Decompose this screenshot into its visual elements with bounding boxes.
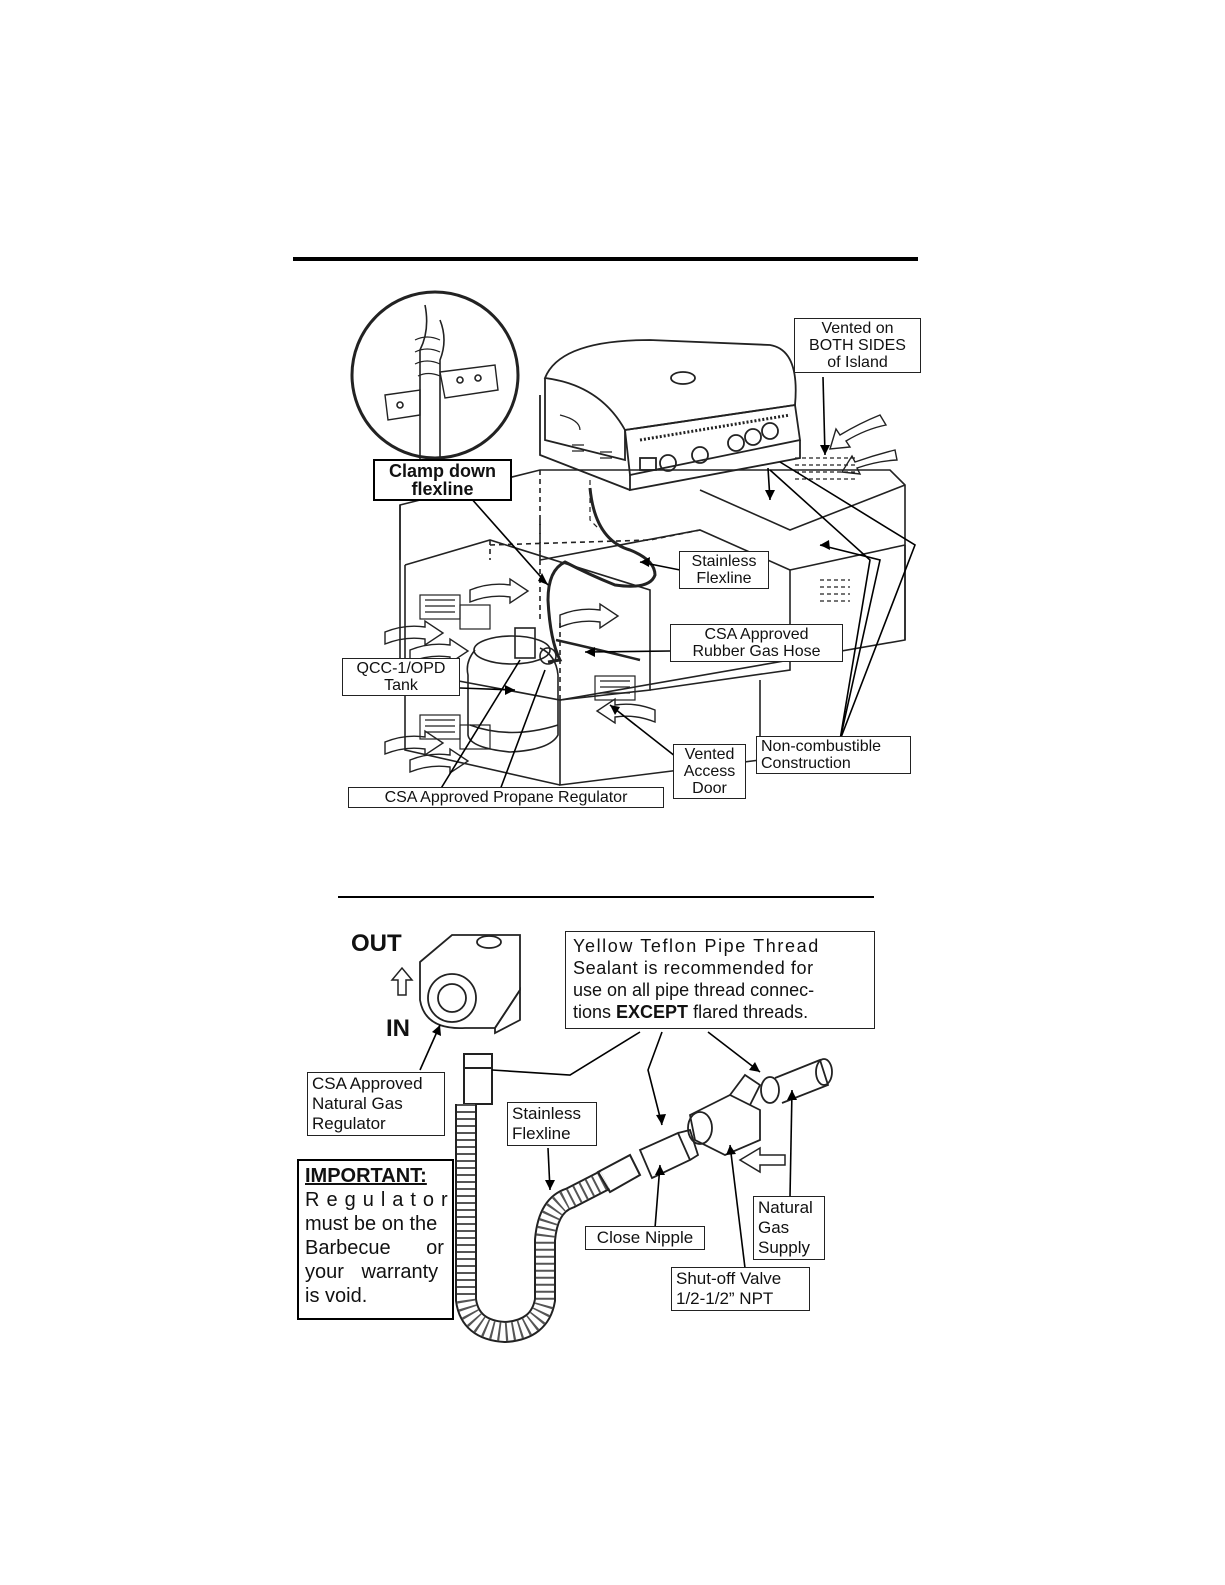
label-non-combustible: Non-combustible Construction (756, 736, 911, 774)
label-line: Access (683, 763, 736, 780)
label-line: Supply (758, 1238, 810, 1257)
label-line: Vented (684, 746, 735, 763)
label-line: Natural (758, 1198, 813, 1217)
bottom-leaders (419, 1024, 793, 1269)
label-propane-regulator: CSA Approved Propane Regulator (348, 787, 664, 808)
label-line: of Island (827, 354, 888, 371)
label-line: Construction (761, 755, 851, 772)
label-line: QCC-1/OPD (356, 660, 446, 677)
label-line: 1/2-1/2” NPT (676, 1289, 774, 1308)
note-line-4: tions EXCEPT flared threads. (573, 1001, 867, 1023)
label-line: Vented on (821, 320, 894, 337)
vent-slots (419, 457, 855, 750)
label-line: CSA Approved Propane Regulator (384, 789, 628, 806)
important-line-1: Regulator (305, 1189, 455, 1211)
gas-supply-pipe-drawing (738, 1058, 833, 1174)
top-section-rule (293, 257, 918, 261)
label-stainless-flexline-bottom: Stainless Flexline (507, 1102, 597, 1146)
important-line-2: must be on the (305, 1213, 438, 1235)
clamp-inset (350, 290, 520, 460)
note-line-4-post: flared threads. (688, 1002, 809, 1022)
label-line: Regulator (312, 1114, 386, 1133)
important-heading: IMPORTANT: (305, 1165, 427, 1187)
label-vented-access-door: Vented Access Door (673, 744, 746, 799)
label-ng-regulator: CSA Approved Natural Gas Regulator (307, 1072, 445, 1136)
note-line-1: Yellow Teflon Pipe Thread (573, 936, 820, 956)
label-vented-both-sides: Vented on BOTH SIDES of Island (794, 318, 921, 373)
label-line: Gas (758, 1218, 790, 1237)
bottom-section-rule (338, 896, 874, 898)
label-line: Flexline (512, 1124, 571, 1143)
note-line-3: use on all pipe thread connec- (573, 980, 815, 1000)
note-line-2: Sealant is recommended for (573, 958, 814, 978)
label-line: Door (692, 780, 727, 797)
important-warning: IMPORTANT: Regulator must be on the Barb… (297, 1159, 454, 1320)
label-shutoff-valve: Shut-off Valve 1/2-1/2” NPT (671, 1267, 810, 1311)
important-line-5: is void. (305, 1285, 368, 1307)
label-line: Tank (384, 677, 418, 694)
label-stainless-flexline-top: Stainless Flexline (679, 551, 769, 589)
label-line: Stainless (512, 1104, 581, 1123)
out-label: OUT (351, 930, 402, 957)
ng-regulator-drawing (390, 934, 521, 1035)
label-line: flexline (411, 479, 474, 499)
note-line-4-bold: EXCEPT (616, 1002, 689, 1022)
label-line: Flexline (696, 570, 752, 587)
ng-flexline-drawing (455, 1053, 642, 1344)
label-natural-gas-supply: Natural Gas Supply (753, 1196, 825, 1260)
label-line: Shut-off Valve (676, 1269, 782, 1288)
propane-tank (466, 627, 559, 753)
label-close-nipple: Close Nipple (585, 1226, 705, 1250)
label-line: Natural Gas (312, 1094, 403, 1113)
top-leaders (439, 376, 916, 791)
label-clamp-down-flexline: Clamp down flexline (373, 459, 512, 501)
in-label: IN (386, 1015, 410, 1042)
label-line: Clamp down (389, 461, 496, 481)
label-rubber-gas-hose: CSA Approved Rubber Gas Hose (670, 624, 843, 662)
important-line-3: Barbecue or (305, 1237, 444, 1259)
label-line: Non-combustible (761, 738, 882, 755)
sealant-note: Yellow Teflon Pipe Thread Sealant is rec… (565, 931, 875, 1029)
important-line-4: your warranty (305, 1261, 439, 1283)
label-line: BOTH SIDES (809, 337, 906, 354)
label-line: Rubber Gas Hose (692, 643, 821, 660)
label-line: CSA Approved (704, 626, 809, 643)
airflow-arrows (384, 414, 898, 775)
label-line: CSA Approved (312, 1074, 423, 1093)
label-line: Stainless (691, 553, 757, 570)
shutoff-valve-drawing (687, 1073, 762, 1156)
label-line: Close Nipple (596, 1228, 694, 1247)
arrowheads (432, 445, 830, 1190)
label-tank: QCC-1/OPD Tank (342, 658, 460, 696)
gas-lines (546, 487, 657, 664)
grill (539, 339, 802, 531)
note-line-4-pre: tions (573, 1002, 617, 1022)
